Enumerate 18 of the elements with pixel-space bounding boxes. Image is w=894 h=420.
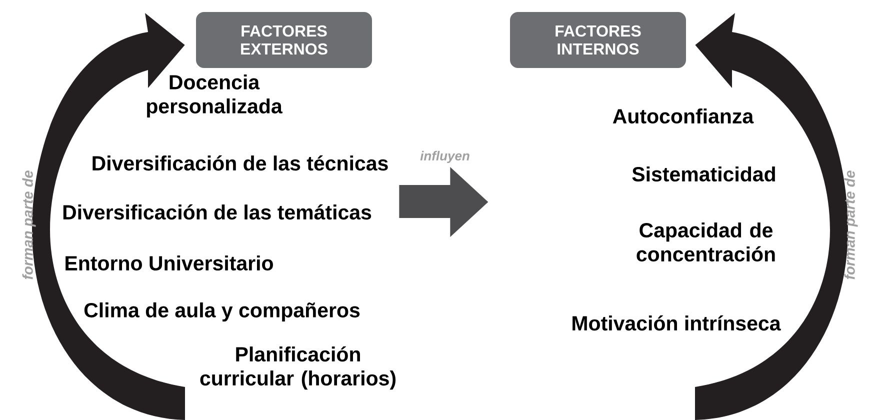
edge-label: forman parte de: [22, 170, 36, 280]
factor-text: Clima de aula y compañeros: [84, 302, 360, 322]
curved-arrow: [695, 13, 848, 420]
edge-label: influyen: [420, 150, 470, 164]
factor-text: Entorno Universitario: [66, 255, 273, 271]
factor-text: Capacidad de concentración: [636, 222, 775, 262]
factor-text: Planificación curricular (horarios): [200, 346, 396, 390]
factor-text: Sistematicidad: [632, 166, 775, 182]
factor-text: Docencia personalizada: [147, 74, 282, 118]
label-box: FACTORES INTERNOS: [510, 12, 686, 68]
label-box: FACTORES EXTERNOS: [196, 12, 372, 68]
factor-text: Diversificación de las técnicas: [92, 155, 388, 171]
factor-text: Autoconfianza: [612, 108, 754, 124]
curved-arrow: [32, 13, 186, 420]
factor-text: Motivación intrínseca: [572, 315, 781, 331]
factor-text: Diversificación de las temáticas: [63, 204, 372, 220]
block-arrow: [399, 167, 488, 237]
edge-label: forman parte de: [844, 170, 858, 280]
